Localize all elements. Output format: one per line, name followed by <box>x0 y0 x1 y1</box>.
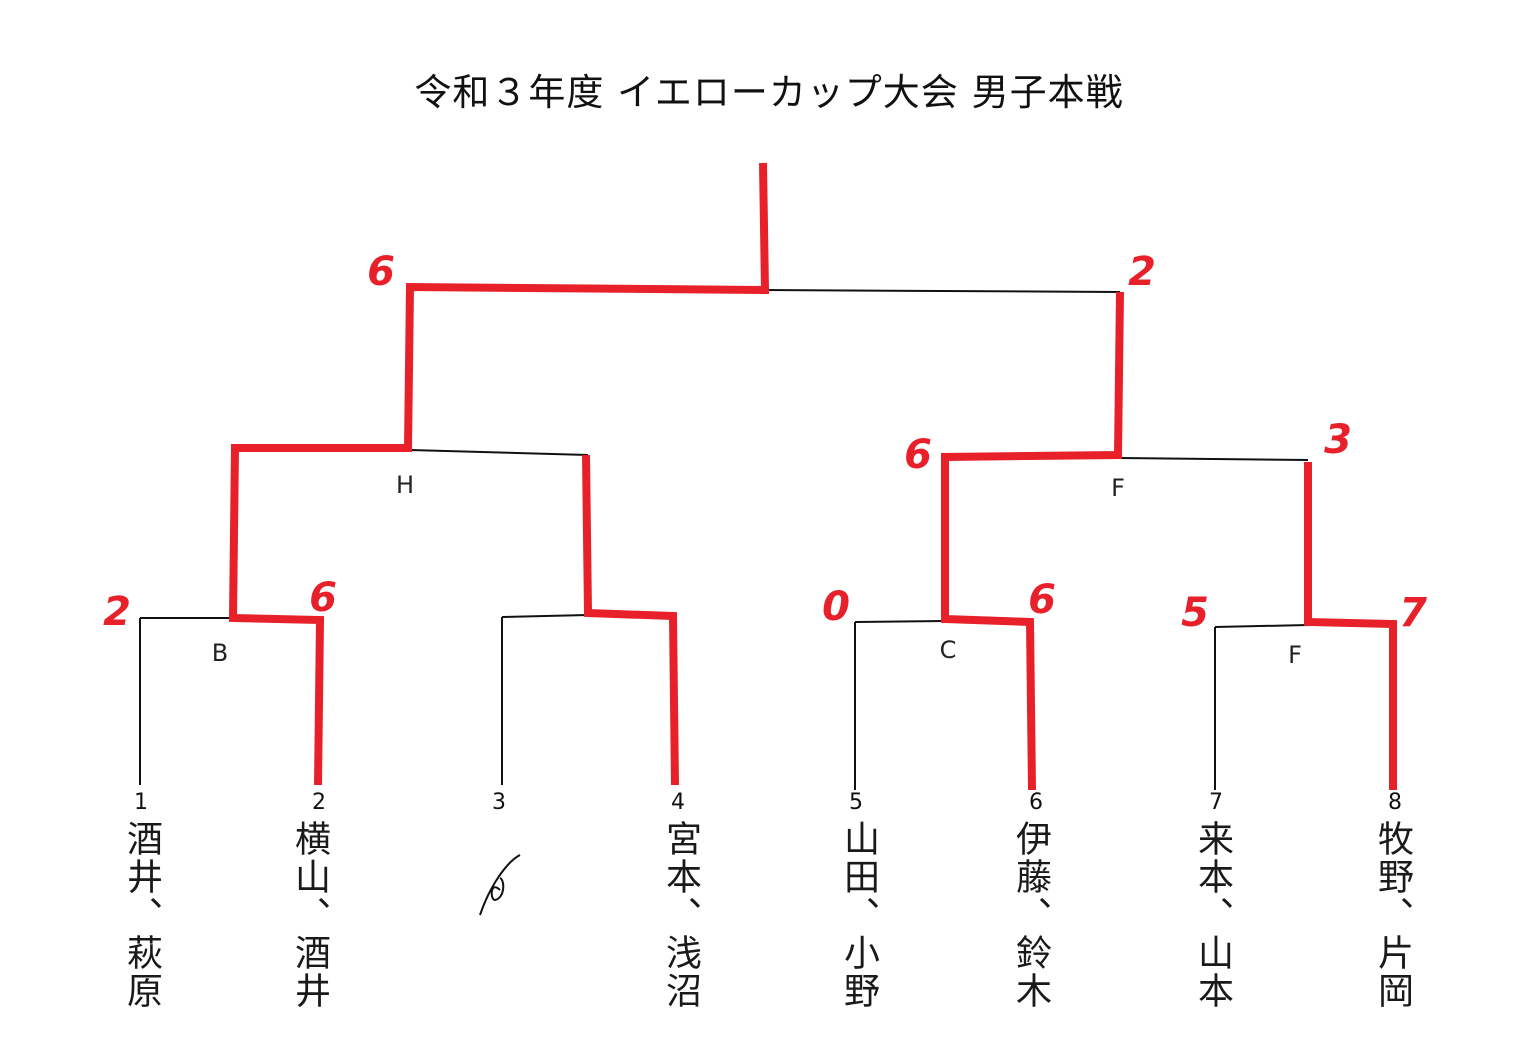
semifinal-score: 6 <box>904 432 932 478</box>
round1-score: 5 <box>1181 590 1209 636</box>
player-names: 宮本、浅沼 <box>660 820 701 1010</box>
court-label: F <box>1288 641 1302 669</box>
winner-path-8 <box>1304 462 1397 790</box>
winner-path-4 <box>582 454 679 786</box>
bracket-line <box>501 614 589 618</box>
court-label: B <box>211 639 229 667</box>
bracket-line <box>1119 457 1309 461</box>
seed-number: 5 <box>849 790 863 815</box>
player-names: 酒井、萩原 <box>121 820 162 1010</box>
round1-score: 7 <box>1399 590 1427 636</box>
round1-score: 6 <box>1028 577 1056 623</box>
round1-score: 2 <box>103 589 131 635</box>
bracket-line <box>762 289 1121 293</box>
seed-number: 3 <box>492 790 506 815</box>
seed-number: 4 <box>671 790 685 815</box>
player-names: 来本、山本 <box>1192 820 1233 1010</box>
winner-path-final <box>228 162 770 786</box>
bye-mark <box>479 854 521 916</box>
seed-number: 8 <box>1388 790 1402 815</box>
seed-number: 1 <box>134 790 148 815</box>
player-names: 伊藤、鈴木 <box>1010 820 1051 1010</box>
seed-number: 6 <box>1029 790 1043 815</box>
player-names: 山田、小野 <box>838 820 879 1010</box>
winner-path-right <box>941 291 1124 791</box>
round1-score: 0 <box>822 584 850 630</box>
page-title: 令和３年度 イエローカップ大会 男子本戦 <box>414 71 1124 114</box>
player-names: 横山、酒井 <box>289 820 330 1010</box>
court-label: H <box>395 471 415 499</box>
bracket-line <box>1214 624 1309 628</box>
court-label: C <box>939 636 957 664</box>
round1-score: 6 <box>309 575 337 621</box>
player-names: 牧野、片岡 <box>1372 820 1413 1010</box>
semifinal-score: 3 <box>1324 417 1352 463</box>
seed-number: 2 <box>312 790 326 815</box>
court-label: F <box>1111 474 1125 502</box>
final-score-right: 2 <box>1128 249 1156 295</box>
final-score-left: 6 <box>367 249 395 295</box>
bracket-line <box>409 449 589 456</box>
seed-number: 7 <box>1209 790 1223 815</box>
bracket-line <box>854 620 946 623</box>
